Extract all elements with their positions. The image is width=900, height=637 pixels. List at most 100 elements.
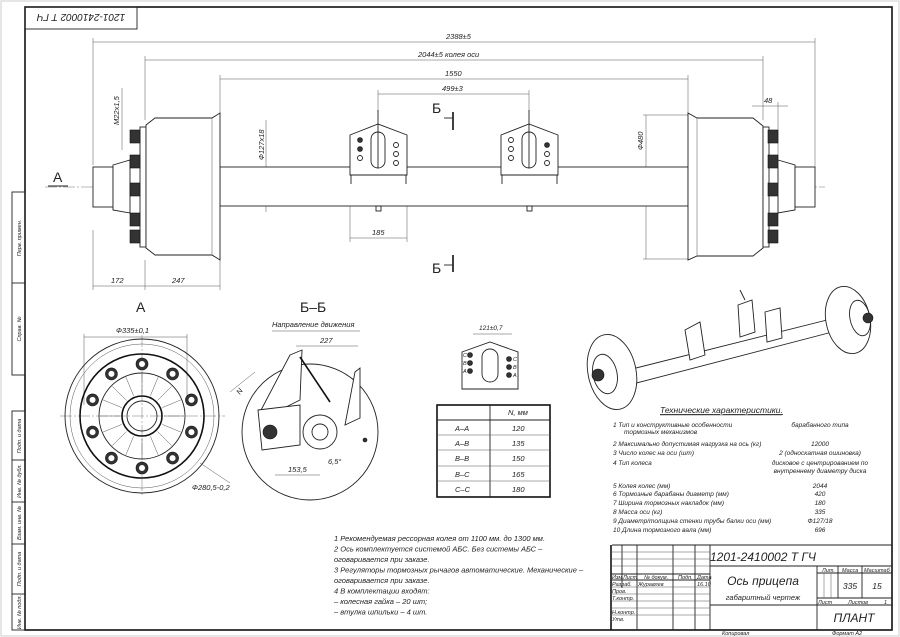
svg-text:2 (односкатная ошиновка): 2 (односкатная ошиновка): [778, 449, 861, 457]
spec-row: 7 Ширина тормозных накладок (мм) 180: [613, 499, 826, 507]
tb-scale: 15: [872, 581, 882, 591]
tb-role: Утв.: [611, 617, 625, 623]
tb-mass: 335: [843, 581, 857, 591]
svg-text:2044: 2044: [812, 483, 828, 490]
dim-172: 172: [111, 276, 124, 285]
svg-text:2 Максимально допустимая нагр: 2 Максимально допустимая нагрузка на ось…: [612, 440, 761, 448]
note-line: 4 В комплектации входят:: [334, 587, 430, 596]
side-strip: Перв. примен. Справ. № Подп. и дата Инв.…: [11, 191, 26, 631]
axle-3d-view: [586, 285, 874, 410]
side-label: Инв. № подл.: [17, 595, 23, 629]
notes: 1 Рекомендуемая рессорная колея от 1100 …: [333, 534, 584, 617]
stud-hole: [89, 396, 96, 403]
spec-row: 1 Тип и конструктивные особенноститормоз…: [613, 421, 849, 436]
svg-text:5 Колея колес (мм): 5 Колея колес (мм): [613, 483, 670, 490]
svg-text:12000: 12000: [811, 441, 829, 448]
stud-hole: [169, 370, 176, 377]
dim-121: 121±0,7: [479, 325, 503, 332]
spec-row: 6 Тормозные барабаны диаметр (мм) 420: [613, 490, 826, 498]
svg-text:165: 165: [512, 470, 525, 479]
hub-rib: [103, 424, 122, 433]
dim-n: N: [234, 386, 245, 396]
dim-48: 48: [764, 96, 773, 105]
svg-text:6 Тормозные барабаны диаметр: 6 Тормозные барабаны диаметр (мм): [613, 490, 729, 498]
hole-label: A: [512, 373, 517, 379]
rotated-stamp-text: 1201-2410002 Т ГЧ: [37, 11, 126, 22]
tb-copied: Копировал: [722, 631, 749, 637]
svg-text:дисковое с центрированием по: дисковое с центрированием по: [772, 459, 869, 467]
svg-text:696: 696: [815, 527, 826, 534]
side-label: Перв. примен.: [17, 220, 23, 257]
section-mark-top: Б: [432, 100, 441, 116]
hub-rib: [112, 431, 127, 446]
tb-company: ПЛАНТ: [834, 611, 877, 625]
title-block: Изм Лист № докум. Подп. Дата Разраб. Жур…: [610, 545, 892, 637]
hub-rib: [125, 377, 134, 396]
svg-text:180: 180: [512, 485, 525, 494]
side-label: Справ. №: [17, 316, 23, 341]
svg-text:3 Число колес на оси (шт): 3 Число колес на оси (шт): [613, 450, 694, 457]
tb-sheet-label: Лист: [817, 600, 833, 606]
dim-153: 153,5: [288, 465, 308, 474]
svg-text:7 Ширина тормозных накладок (: 7 Ширина тормозных накладок (мм): [613, 499, 724, 507]
dim-1550: 1550: [445, 69, 463, 78]
dim-angle: 6,5°: [328, 457, 341, 466]
stud-hole: [108, 370, 115, 377]
svg-text:В–С: В–С: [455, 470, 470, 479]
note-line: – втулка шпильки – 4 шт.: [333, 608, 427, 617]
stud-hole: [139, 465, 145, 471]
spring-bracket-right: [500, 110, 559, 212]
tb-lit-label: Лит.: [821, 568, 835, 574]
dim-247: 247: [171, 276, 185, 285]
svg-text:10 Длина тормозного вала (мм): 10 Длина тормозного вала (мм): [613, 527, 711, 534]
section-bb-brake: Б–Б Направление движения 227 N 153,5 6,5…: [229, 299, 379, 501]
stud-hole: [139, 361, 145, 367]
note-line: – колесная гайка – 20 шт;: [333, 597, 427, 606]
tb-role: Н.контр.: [612, 610, 635, 616]
dim-499: 499±3: [442, 84, 464, 93]
svg-text:4 Тип колеса: 4 Тип колеса: [613, 460, 652, 467]
bracket-hole-detail: 121±0,7 C B A C B A: [461, 325, 519, 390]
svg-text:А–В: А–В: [454, 439, 469, 448]
spec-row: 10 Длина тормозного вала (мм) 696: [613, 527, 826, 534]
tb-header: Подп.: [678, 575, 693, 581]
tb-developer: Журавлев: [637, 582, 664, 588]
spec-row: 4 Тип колеса дисковое с центрированием по…: [613, 459, 869, 475]
side-label: Инв. № дубл.: [17, 464, 23, 498]
tb-header: Дата: [696, 575, 712, 581]
tb-format: Формат А2: [832, 631, 862, 637]
side-label: Взам. инв. №: [17, 506, 23, 540]
svg-text:Ф127/18: Ф127/18: [807, 518, 832, 525]
view-a-hub: А Ф335±0,1 Ф280,5-0,2: [60, 299, 230, 495]
hub-rib: [150, 436, 159, 455]
wheel-studs: [86, 357, 198, 475]
dim-track: 2044±5 колея оси: [417, 50, 480, 59]
spec-row: 8 Масса оси (кг)335: [613, 509, 826, 516]
hub-rib: [125, 436, 134, 455]
svg-text:В–В: В–В: [455, 454, 469, 463]
section-bb-title: Б–Б: [300, 299, 326, 315]
hole-label: B: [463, 361, 467, 367]
dim-overall: 2388±5: [445, 32, 472, 41]
tb-role: Пров.: [612, 589, 627, 595]
note-line: оговаривается при заказе.: [334, 555, 430, 564]
svg-text:420: 420: [815, 491, 826, 498]
note-line: 2 Ось комплектуется системой АБС. Без си…: [333, 545, 543, 554]
tb-role: Т.контр.: [612, 596, 634, 602]
spec-row: 3 Число колес на оси (шт) 2 (односкатная …: [613, 449, 861, 457]
hole-label: C: [463, 353, 467, 359]
tb-mass-label: Масса: [842, 568, 858, 574]
note-line: 1 Рекомендуемая рессорная колея от 1100 …: [334, 534, 545, 543]
hole-label: B: [513, 365, 517, 371]
svg-text:335: 335: [815, 509, 826, 516]
spec-row: 5 Колея колес (мм) 2044: [613, 483, 828, 490]
rotated-stamp: 1201-2410002 Т ГЧ: [24, 6, 138, 30]
specs-title: Технические характеристики.: [660, 405, 783, 415]
direction-of-travel: Направление движения: [272, 320, 354, 329]
technical-specs: Технические характеристики. 1 Тип и конс…: [612, 405, 892, 546]
svg-text:внутреннему диаметру диска: внутреннему диаметру диска: [774, 467, 867, 475]
svg-text:180: 180: [815, 500, 826, 507]
